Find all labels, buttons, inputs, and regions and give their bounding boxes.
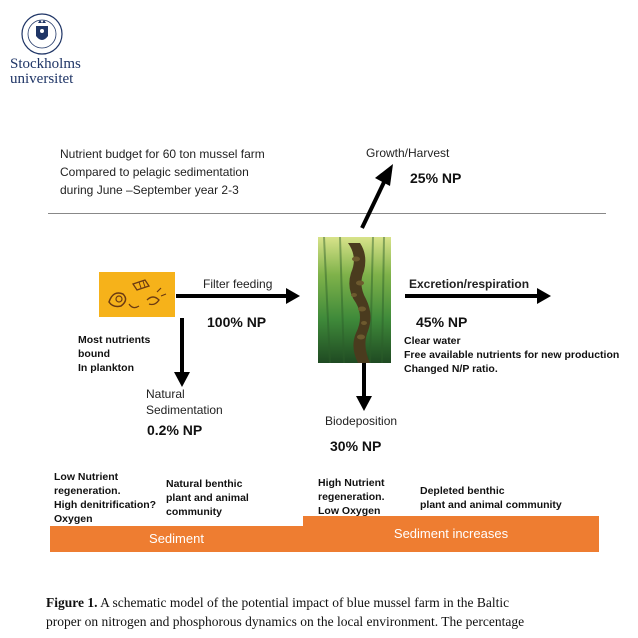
note-line: Changed N/P ratio. — [404, 362, 619, 376]
low-regen-note: Low Nutrient regeneration. High denitrif… — [54, 470, 156, 526]
mussel-photo — [318, 237, 391, 363]
figure-caption: Figure 1. A schematic model of the poten… — [46, 593, 636, 631]
note-line: Low Nutrient — [54, 470, 156, 484]
arrow-growth — [362, 178, 386, 228]
arrowhead-excretion — [537, 288, 551, 304]
biodeposition-label: Biodeposition — [325, 414, 397, 428]
arrowhead-filter — [286, 288, 300, 304]
figure-label: Figure 1. — [46, 595, 98, 610]
biodeposition-value: 30% NP — [330, 438, 381, 454]
filter-value: 100% NP — [207, 314, 266, 330]
note-line: High Nutrient — [318, 476, 385, 490]
note-line: bound — [78, 347, 150, 361]
caption-text: A schematic model of the potential impac… — [98, 595, 510, 610]
plankton-note: Most nutrients bound In plankton — [78, 333, 150, 375]
depleted-benthic-note: Depleted benthic plant and animal commun… — [420, 484, 562, 512]
filter-label: Filter feeding — [203, 277, 272, 291]
note-line: community — [166, 505, 249, 519]
high-regen-note: High Nutrient regeneration. Low Oxygen — [318, 476, 385, 518]
natural-benthic-note: Natural benthic plant and animal communi… — [166, 477, 249, 519]
natural-sed-label: Natural Sedimentation — [146, 386, 223, 418]
note-line: High denitrification? — [54, 498, 156, 512]
growth-value: 25% NP — [410, 170, 461, 186]
note-line: In plankton — [78, 361, 150, 375]
natural-sed-line: Natural — [146, 386, 223, 402]
excretion-note: Clear water Free available nutrients for… — [404, 334, 619, 376]
note-line: Most nutrients — [78, 333, 150, 347]
note-line: regeneration. — [54, 484, 156, 498]
sediment-bar-right: Sediment increases — [303, 516, 599, 552]
note-line: Natural benthic — [166, 477, 249, 491]
arrowhead-natural-sed — [174, 372, 190, 387]
plankton-illustration-icon — [99, 272, 175, 317]
plankton-image — [99, 272, 175, 317]
note-line: Depleted benthic — [420, 484, 562, 498]
arrowhead-biodeposition — [356, 396, 372, 411]
note-line: regeneration. — [318, 490, 385, 504]
note-line: Oxygen — [54, 512, 156, 526]
mussel-rope-photo — [318, 237, 391, 363]
note-line: Clear water — [404, 334, 619, 348]
caption-line: proper on nitrogen and phosphorous dynam… — [46, 612, 636, 631]
natural-sed-line: Sedimentation — [146, 402, 223, 418]
natural-sed-value: 0.2% NP — [147, 422, 202, 438]
growth-label: Growth/Harvest — [366, 146, 449, 160]
caption-line: Figure 1. A schematic model of the poten… — [46, 593, 636, 612]
note-line: plant and animal — [166, 491, 249, 505]
sediment-bar-left: Sediment — [50, 526, 303, 552]
note-line: plant and animal community — [420, 498, 562, 512]
excretion-value: 45% NP — [416, 314, 467, 330]
arrowhead-growth — [375, 164, 393, 186]
excretion-label: Excretion/respiration — [409, 277, 529, 291]
note-line: Free available nutrients for new product… — [404, 348, 619, 362]
